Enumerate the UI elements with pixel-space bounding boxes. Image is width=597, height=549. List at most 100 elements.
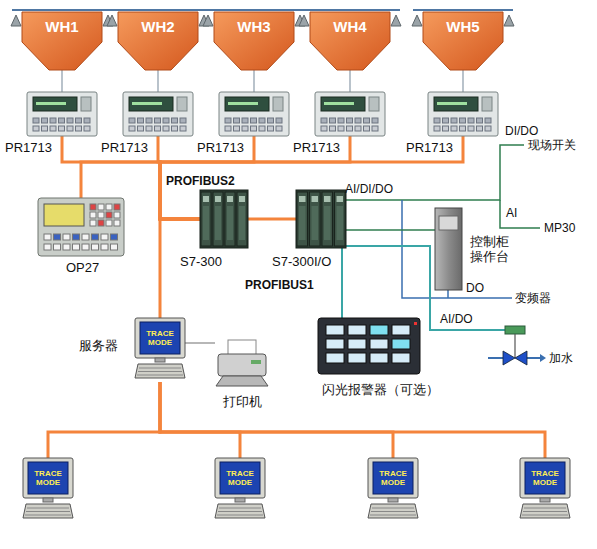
key (234, 118, 240, 123)
printer-body (218, 354, 266, 376)
indicator-body (27, 92, 97, 136)
key (276, 126, 282, 131)
status-leds (273, 97, 283, 111)
annunciator-window (392, 353, 410, 363)
signal-name: AI/DO (440, 312, 473, 326)
key (155, 118, 161, 123)
key (44, 244, 51, 250)
field-device: 变频器 (515, 291, 551, 305)
key (163, 126, 169, 131)
io-wire (341, 248, 343, 318)
plc-rack-figure (296, 190, 346, 248)
key (443, 126, 449, 131)
monitor-screen (28, 462, 68, 494)
key (98, 212, 104, 218)
bus-name: PROFIBUS1 (245, 278, 314, 292)
computer-terminal-figure (135, 318, 185, 382)
key (59, 126, 65, 131)
weighing-indicator-figure (27, 92, 97, 136)
key (372, 118, 378, 123)
key (155, 126, 161, 131)
printer-led (251, 360, 261, 364)
monitor-frame (368, 458, 418, 498)
hopper-tag: WH4 (310, 19, 390, 34)
cabinet-panel (439, 216, 458, 230)
screen-text: TRACE MODE (141, 323, 179, 353)
lcd-digits (132, 102, 162, 105)
hanger-line (349, 70, 350, 92)
cabinet-body (435, 208, 462, 290)
weighing-indicator: PR1713 (428, 92, 498, 136)
key (276, 118, 282, 123)
key (54, 234, 61, 240)
lcd-digits (228, 102, 258, 105)
weighing-indicator-figure (315, 92, 385, 136)
operator-panel-figure (38, 198, 124, 256)
control-cabinet-figure (435, 208, 462, 290)
terminal-block (227, 206, 233, 240)
alarm-lamp (414, 322, 417, 325)
key (321, 118, 327, 123)
key-row (27, 508, 69, 509)
annunciator-window (392, 339, 410, 349)
device-label: PR1713 (197, 140, 244, 155)
status-leds (81, 97, 91, 111)
key (67, 126, 73, 131)
hopper: WH2 (118, 12, 198, 70)
hopper: WH3 (214, 12, 294, 70)
key (477, 126, 483, 131)
key (90, 204, 96, 210)
key (451, 118, 457, 123)
monitor-screen (373, 462, 413, 494)
panel-body (38, 198, 124, 256)
key (468, 118, 474, 123)
computer-terminal-figure (215, 458, 265, 522)
key (76, 118, 82, 123)
key (364, 126, 370, 131)
computer-terminal: TRACE MODE (215, 458, 265, 522)
annunciator-window (326, 325, 344, 335)
key (63, 244, 70, 250)
load-cell (107, 15, 117, 26)
lcd (225, 97, 269, 111)
plc-module (213, 192, 223, 246)
key (268, 118, 274, 123)
monitor-stand (235, 498, 245, 502)
key (59, 118, 65, 123)
indicator-body (123, 92, 193, 136)
bus-line (48, 382, 160, 458)
flash-annunciator: 闪光报警器（可选） (318, 318, 420, 374)
annunciator-window (348, 339, 366, 349)
monitor-stand (540, 498, 550, 502)
key (106, 212, 112, 218)
key (355, 118, 361, 123)
weighing-indicator: PR1713 (27, 92, 97, 136)
field-wire (402, 200, 512, 298)
valve-symbol (503, 351, 527, 365)
hopper-tag: WH2 (118, 19, 198, 34)
support-beam (300, 9, 400, 11)
lcd (321, 97, 365, 111)
key (225, 126, 231, 131)
hopper: WH1 (22, 12, 102, 70)
monitor-stand (43, 498, 53, 502)
key (50, 118, 56, 123)
support-beam (413, 9, 513, 11)
key (42, 118, 48, 123)
key (82, 244, 89, 250)
lcd-digits (36, 102, 66, 105)
monitor-frame (23, 458, 73, 498)
key (138, 126, 144, 131)
device-label: PR1713 (293, 140, 340, 155)
hopper-tag: WH3 (214, 19, 294, 34)
key-row (139, 368, 181, 369)
printer-figure (215, 340, 269, 388)
terminal-block (203, 206, 209, 240)
module-label (215, 196, 221, 202)
plc-module (201, 192, 211, 246)
hopper-body (423, 12, 503, 70)
key (434, 118, 440, 123)
bus-line (248, 218, 296, 221)
annunciator-window (326, 353, 344, 363)
